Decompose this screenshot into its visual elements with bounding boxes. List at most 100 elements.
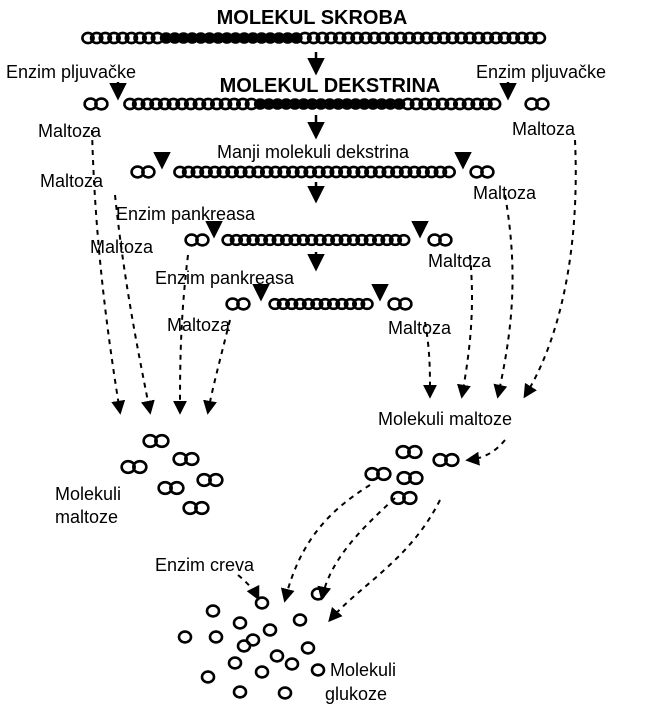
smaller-dextrin-chain <box>173 165 456 179</box>
starch-molecule-title: MOLEKUL SKROBA <box>217 7 408 29</box>
chain-ring <box>407 165 422 179</box>
chain-ring <box>310 297 324 311</box>
chain-ring <box>506 31 521 45</box>
chain-ring <box>355 165 370 179</box>
chain-ring <box>279 233 294 247</box>
chain-ring <box>338 233 352 247</box>
chain-ring <box>190 165 205 179</box>
chain-ring <box>398 165 413 179</box>
glucose-molecule <box>200 670 216 684</box>
chain-ring <box>444 97 459 111</box>
chain-ring <box>192 97 207 111</box>
chain-ring <box>209 97 224 111</box>
chain-ring <box>107 31 121 45</box>
glucose-molecule <box>262 623 278 637</box>
chain-ring <box>380 233 394 247</box>
maltose-label: Maltoza <box>90 237 154 257</box>
chain-ring <box>89 31 104 45</box>
glucose-molecule <box>232 616 248 630</box>
maltose-molecule <box>142 433 170 449</box>
chain-ring <box>131 97 146 111</box>
chain-ring <box>296 233 311 247</box>
chain-ring <box>355 233 369 247</box>
chain-ring <box>367 31 382 45</box>
maltose-molecule <box>364 466 392 482</box>
maltose-molecule <box>427 233 453 247</box>
chain-ring <box>301 297 316 311</box>
chain-ring <box>426 97 441 111</box>
chain-ring <box>166 97 181 111</box>
chain-ring <box>523 31 538 45</box>
chain-ring <box>397 233 411 247</box>
chain-ring <box>436 31 451 45</box>
maltose-molecule <box>182 500 210 516</box>
chain-ring <box>276 297 291 311</box>
chain-ring <box>81 31 95 45</box>
chain-ring <box>229 233 244 247</box>
chain-ring <box>227 97 242 111</box>
maltose-molecule <box>225 297 251 311</box>
chain-ring <box>218 97 233 111</box>
glucose-unit <box>236 297 251 311</box>
chain-ring <box>433 165 448 179</box>
glucose-unit <box>408 470 424 486</box>
dextrin-molecule-title: MOLEKUL DEKSTRINA <box>220 75 441 97</box>
chain-ring <box>463 31 477 45</box>
chain-ring <box>346 165 361 179</box>
chain-ring <box>225 165 239 179</box>
flow-arrows <box>91 129 577 623</box>
glucose-molecule <box>227 656 243 670</box>
chain-ring <box>454 31 469 45</box>
maltose-molecule <box>469 165 495 179</box>
pancreatic-enzyme-label: Enzim pankreasa <box>116 204 256 224</box>
chain-ring <box>424 165 439 179</box>
labels: MOLEKUL SKROBA MOLEKUL DEKSTRINA Manji m… <box>6 7 606 704</box>
chain-ring <box>123 97 137 111</box>
glucose-molecules-label-line2: glukoze <box>325 684 387 704</box>
chain-ring <box>330 233 344 247</box>
chain-ring <box>305 233 319 247</box>
glucose-unit <box>438 233 453 247</box>
chain-ring <box>199 165 213 179</box>
salivary-enzyme-left-label: Enzim pljuvačke <box>6 62 136 82</box>
chain-ring <box>181 165 196 179</box>
chain-ring <box>149 97 163 111</box>
glucose-molecule <box>177 630 193 644</box>
chain-ring <box>352 297 366 311</box>
chain-ring <box>390 165 404 179</box>
glucose-unit <box>535 97 550 111</box>
glucose-molecules <box>177 587 326 700</box>
chain-ring <box>268 297 282 311</box>
maltose-molecule <box>432 452 460 468</box>
maltose-molecule <box>395 444 423 460</box>
maltose-molecule <box>120 459 148 475</box>
salivary-enzyme-right-label: Enzim pljuvačke <box>476 62 606 82</box>
glucose-unit <box>480 165 495 179</box>
enzyme-cut-arrows <box>109 82 517 302</box>
glucose-unit <box>141 165 156 179</box>
chain-ring <box>242 165 257 179</box>
glucose-unit <box>184 451 200 467</box>
maltose-molecule <box>157 480 185 496</box>
glucose-molecule <box>232 685 248 699</box>
chain-ring <box>140 97 155 111</box>
dextrin-chain-stage-5 <box>268 297 374 311</box>
chain-ring <box>254 233 269 247</box>
glucose-molecule <box>292 613 308 627</box>
chain-ring <box>124 31 139 45</box>
chain-ring <box>329 165 344 179</box>
chain-ring <box>318 297 332 311</box>
maltose-label: Maltoza <box>388 318 452 338</box>
chain-ring <box>363 233 377 247</box>
chain-ring <box>409 97 424 111</box>
chain-ring <box>294 165 309 179</box>
maltose-pairs <box>83 97 550 516</box>
chain-ring <box>285 297 299 311</box>
chain-ring <box>311 165 326 179</box>
chain-ring <box>416 165 430 179</box>
glucose-molecule <box>254 665 270 679</box>
chain-ring <box>371 233 386 247</box>
chain-ring <box>445 31 460 45</box>
maltose-molecule <box>184 233 210 247</box>
chain-ring <box>303 165 318 179</box>
